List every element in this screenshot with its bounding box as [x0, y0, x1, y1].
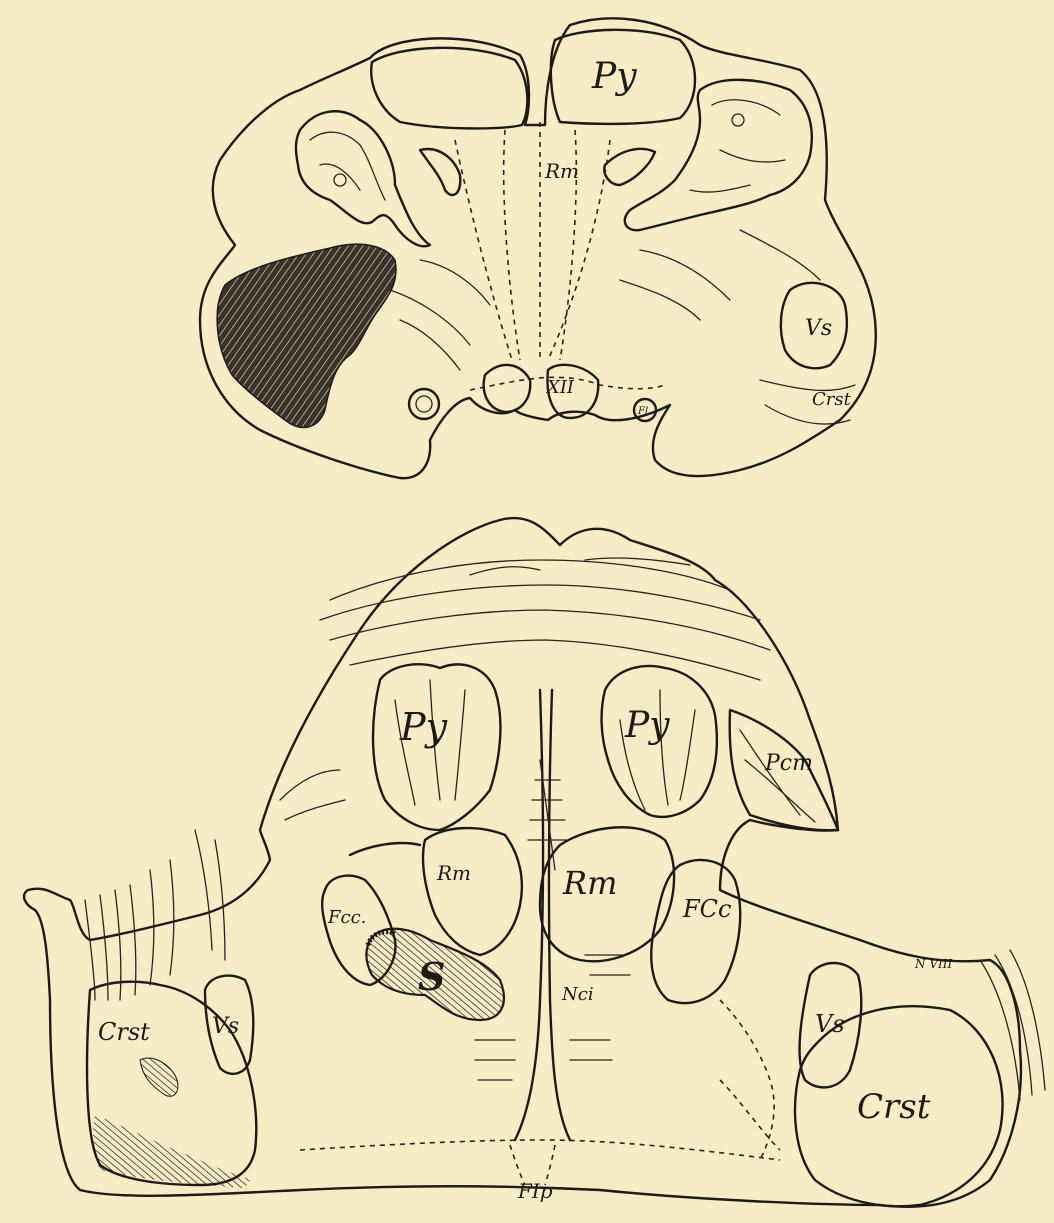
label-lower-flp: FIp	[517, 1179, 553, 1203]
label-lower-crst-right: Crst	[857, 1087, 931, 1127]
fcc-right-outline	[651, 860, 740, 1003]
crst-left-hatch	[140, 1058, 178, 1096]
pyramid-upper-left	[371, 48, 527, 129]
upper-medulla-section: Py Rm XII Vs Crst Fl	[200, 18, 876, 478]
upper-small-circle-left	[409, 389, 439, 419]
label-lower-vs-right: Vs	[815, 1010, 845, 1038]
label-lower-pcm: Pcm	[764, 751, 813, 776]
label-upper-rm: Rm	[544, 159, 579, 183]
label-lower-rm-right: Rm	[562, 864, 617, 902]
label-lower-crst-left: Crst	[98, 1018, 150, 1046]
label-upper-py: Py	[591, 56, 637, 97]
label-upper-xii: XII	[545, 377, 575, 398]
label-lower-rm-left: Rm	[436, 861, 471, 885]
olive-left	[296, 111, 430, 246]
label-lower-n-viii: N VIII	[914, 957, 952, 971]
label-lower-vs-left: Vs	[212, 1014, 239, 1039]
label-upper-fl: Fl	[637, 406, 648, 417]
lower-pons-section: Py Py Pcm Rm Rm Fcc. FCc S Nci N VIII Vs…	[24, 518, 1045, 1207]
label-lower-fcc-right: FCc	[682, 895, 731, 923]
label-lower-nci: Nci	[561, 984, 594, 1005]
lesion-upper	[217, 244, 396, 427]
label-lower-fcc-left: Fcc.	[327, 907, 366, 928]
midline-raphe	[515, 690, 570, 1140]
label-lower-py-right: Py	[624, 705, 670, 746]
label-lower-py-left: Py	[399, 705, 448, 749]
label-upper-vs: Vs	[805, 316, 832, 341]
label-upper-crst: Crst	[812, 389, 852, 410]
rm-left-outline	[423, 828, 522, 955]
label-lower-s: S	[418, 954, 445, 999]
